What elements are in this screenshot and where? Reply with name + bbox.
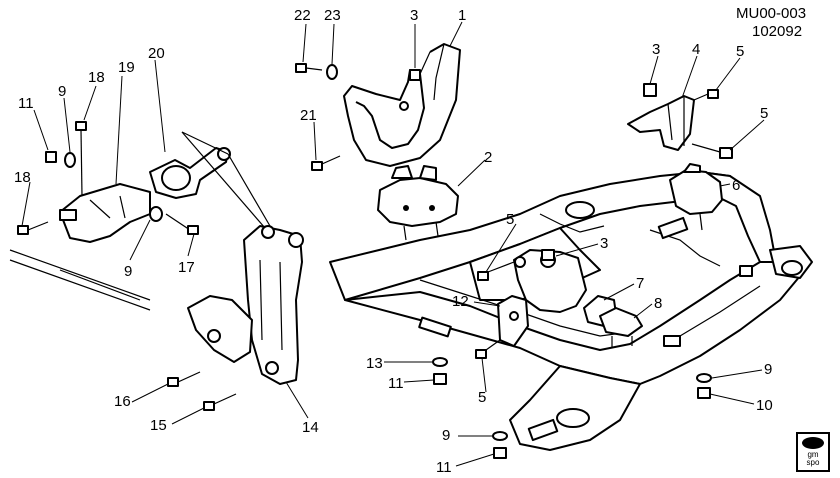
callout-19: 19	[118, 59, 135, 76]
callout-5-right: 5	[760, 105, 768, 122]
callout-1: 1	[458, 7, 466, 24]
mount-bracket-4	[627, 95, 695, 151]
torque-strut	[149, 131, 271, 229]
callout-15: 15	[150, 417, 167, 434]
callout-17: 17	[178, 259, 195, 276]
callout-21: 21	[300, 107, 317, 124]
diagram-code: MU00-003	[736, 5, 806, 22]
engine-side-bracket	[187, 225, 304, 385]
callout-5-center: 5	[506, 211, 514, 228]
callout-20: 20	[148, 45, 165, 62]
callout-16: 16	[114, 393, 131, 410]
callout-labels: 1 2 3 3 3 4 5 5 5 5 6 7 8 9 9 9 9 10 11 …	[14, 7, 773, 476]
gm-logo-oval-icon	[802, 437, 824, 449]
engine-mount-6	[669, 163, 723, 231]
transmission-mount-bracket	[9, 183, 151, 311]
callout-12: 12	[452, 293, 469, 310]
engine-mount-2	[377, 165, 459, 241]
callout-23: 23	[324, 7, 341, 24]
callout-5-lower: 5	[478, 389, 486, 406]
leader-lines	[21, 21, 765, 467]
callout-13: 13	[366, 355, 383, 372]
callout-2: 2	[484, 149, 492, 166]
callout-9-bottom: 9	[442, 427, 450, 444]
callout-4: 4	[692, 41, 700, 58]
callout-5-top: 5	[736, 43, 744, 60]
callout-8: 8	[654, 295, 662, 312]
callout-14: 14	[302, 419, 319, 436]
callout-9-right: 9	[764, 361, 772, 378]
callout-3-top: 3	[410, 7, 418, 24]
callout-7: 7	[636, 275, 644, 292]
callout-11-bottom: 11	[436, 459, 452, 476]
engine-mount-bracket-upper	[343, 43, 461, 167]
callout-9-top: 9	[58, 83, 66, 100]
callout-6: 6	[732, 177, 740, 194]
fasteners	[17, 63, 733, 459]
mount-8	[599, 307, 643, 348]
callout-3-center: 3	[600, 235, 608, 252]
callout-18-top: 18	[88, 69, 105, 86]
callout-11-mid: 11	[388, 375, 404, 392]
callout-10: 10	[756, 397, 773, 414]
date-code: 102092	[752, 23, 802, 40]
callout-9-mid: 9	[124, 263, 132, 280]
callout-18-left: 18	[14, 169, 31, 186]
callout-22: 22	[294, 7, 311, 24]
callout-3-right: 3	[652, 41, 660, 58]
callout-11-left: 11	[18, 95, 34, 112]
